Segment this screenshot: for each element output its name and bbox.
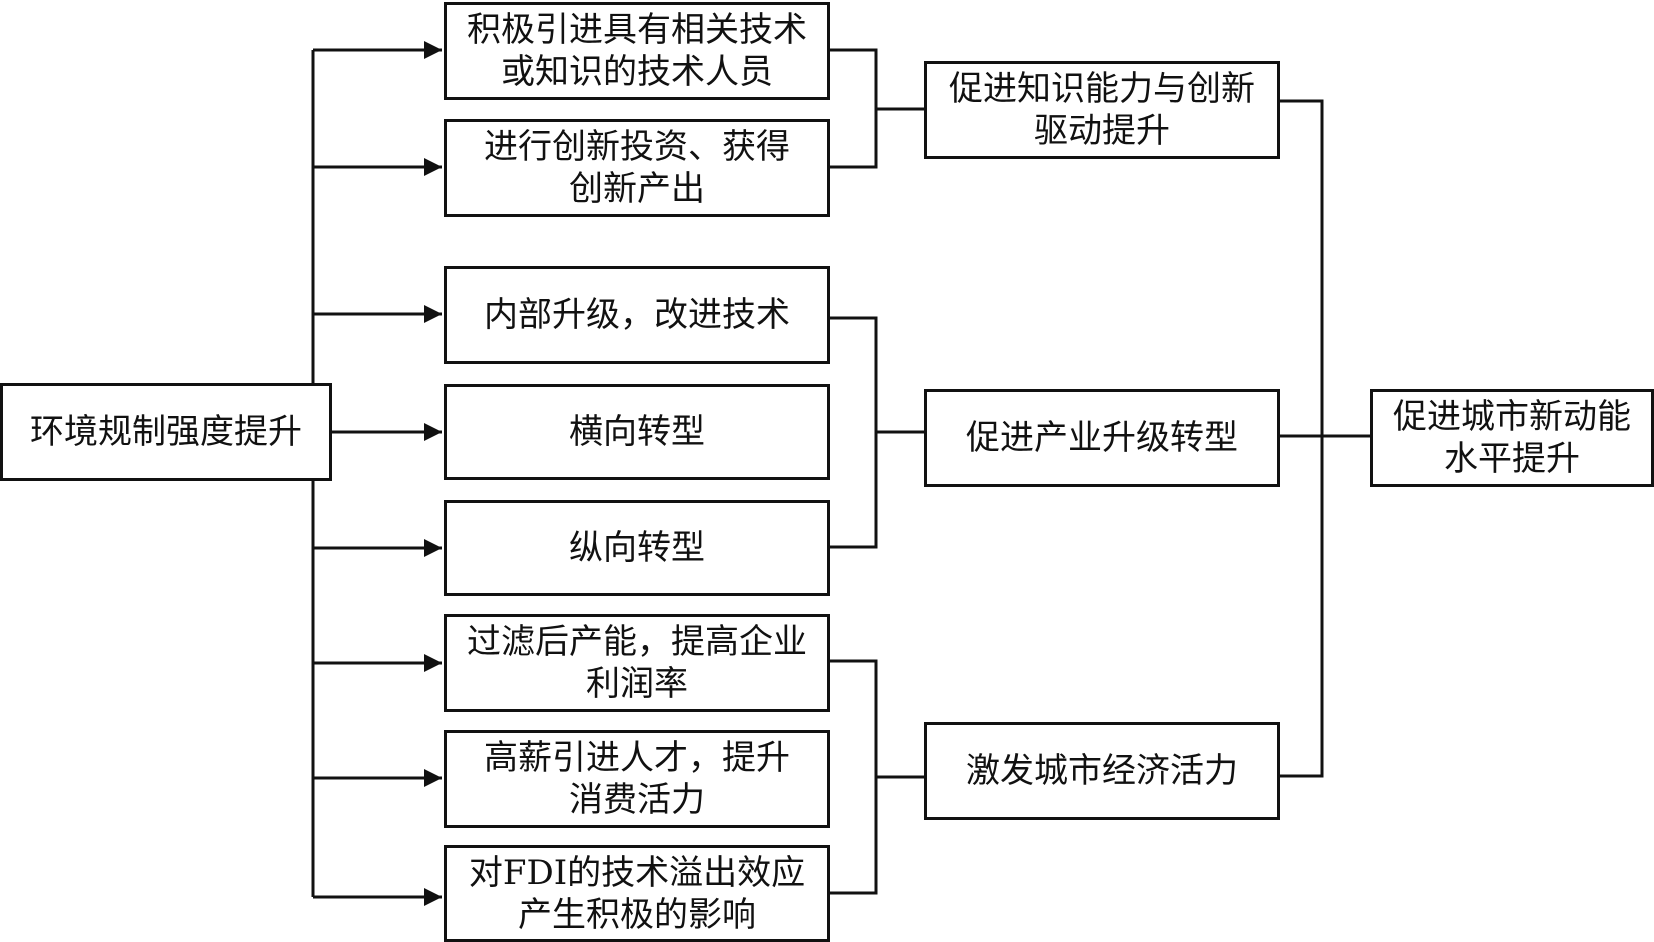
measure-node-8: 对FDI的技术溢出效应产生积极的影响 <box>444 845 830 942</box>
bracket-effects <box>1280 99 1324 778</box>
measure-node-4: 横向转型 <box>444 384 830 480</box>
effect-3-line-1: 激发城市经济活力 <box>966 751 1238 791</box>
measure-node-6: 过滤后产能，提高企业利润率 <box>444 614 830 712</box>
source-node: 环境规制强度提升 <box>0 383 332 481</box>
source-node-label: 环境规制强度提升 <box>30 412 302 452</box>
measure-node-1: 积极引进具有相关技术或知识的技术人员 <box>444 2 830 100</box>
outcome-node: 促进城市新动能水平提升 <box>1370 389 1654 487</box>
bracket-group-1 <box>830 48 878 169</box>
measure-7-line-1: 高薪引进人才，提升 <box>484 738 790 778</box>
measure-node-2: 进行创新投资、获得创新产出 <box>444 119 830 217</box>
bracket-group-2 <box>830 316 878 549</box>
measure-6-line-2: 利润率 <box>586 664 688 704</box>
measure-7-line-2: 消费活力 <box>569 780 705 820</box>
measure-8-line-1: 对FDI的技术溢出效应 <box>468 852 806 893</box>
measure-2-line-2: 创新产出 <box>569 169 705 209</box>
measure-1-line-1: 积极引进具有相关技术 <box>467 10 807 50</box>
effect-node-3: 激发城市经济活力 <box>924 722 1280 820</box>
measure-node-5: 纵向转型 <box>444 500 830 596</box>
measure-node-3: 内部升级，改进技术 <box>444 266 830 364</box>
outcome-line-2: 水平提升 <box>1444 439 1580 479</box>
measure-5-line-1: 纵向转型 <box>569 528 705 568</box>
measure-6-line-1: 过滤后产能，提高企业 <box>467 622 807 662</box>
measure-2-line-1: 进行创新投资、获得 <box>484 127 790 167</box>
effect-2-line-1: 促进产业升级转型 <box>966 418 1238 458</box>
effect-1-line-1: 促进知识能力与创新 <box>949 69 1255 109</box>
measure-1-line-2: 或知识的技术人员 <box>501 52 773 92</box>
measure-node-7: 高薪引进人才，提升消费活力 <box>444 730 830 828</box>
effect-1-line-2: 驱动提升 <box>1034 111 1170 151</box>
effect-node-2: 促进产业升级转型 <box>924 389 1280 487</box>
measure-3-line-1: 内部升级，改进技术 <box>484 295 790 335</box>
measure-4-line-1: 横向转型 <box>569 412 705 452</box>
bracket-group-3 <box>830 659 878 895</box>
measure-8-line-2: 产生积极的影响 <box>518 894 756 935</box>
effect-node-1: 促进知识能力与创新驱动提升 <box>924 61 1280 159</box>
outcome-line-1: 促进城市新动能 <box>1393 397 1631 437</box>
